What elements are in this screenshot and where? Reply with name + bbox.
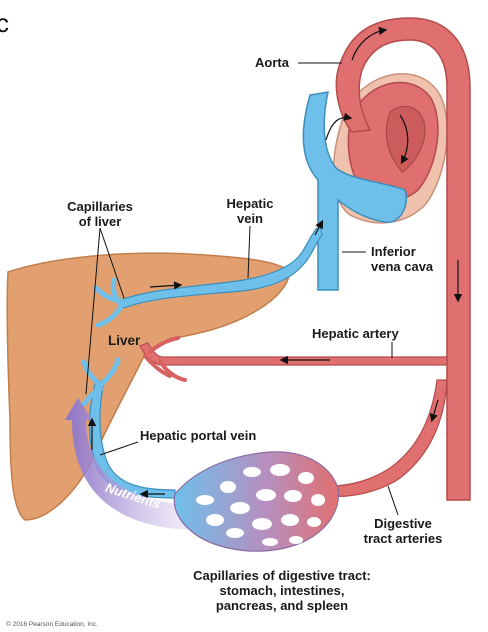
digestive-tract-artery	[329, 379, 448, 497]
hepatic-artery-branches	[143, 336, 187, 382]
label-hepatic-portal-vein: Hepatic portal vein	[140, 428, 256, 443]
liver-capillaries-upper	[93, 277, 127, 328]
label-digestive-tract-arteries-line1: Digestive	[374, 516, 432, 531]
caption-line1: Capillaries of digestive tract:	[193, 568, 371, 583]
digestive-capillary-bed	[173, 451, 340, 552]
caption-line2: stomach, intestines,	[220, 583, 345, 598]
label-inferior-vena-cava-line2: vena cava	[371, 259, 434, 274]
label-capillaries-of-liver-line1: Capillaries	[67, 199, 133, 214]
label-inferior-vena-cava-line1: Inferior	[371, 244, 416, 259]
hepatic-vein	[119, 223, 323, 309]
leader-lines	[85, 62, 399, 516]
label-liver: Liver	[108, 333, 141, 348]
hepatic-artery	[139, 342, 448, 366]
caption-line3: pancreas, and spleen	[216, 598, 348, 613]
liver-capillaries-lower	[81, 357, 121, 407]
label-digestive-tract-arteries-line2: tract arteries	[364, 531, 443, 546]
flow-arrows	[87, 26, 463, 499]
label-hepatic-vein-line2: vein	[237, 211, 263, 226]
label-aorta: Aorta	[255, 55, 290, 70]
aorta	[335, 17, 471, 501]
panel-letter: c	[0, 8, 9, 38]
copyright: © 2016 Pearson Education, Inc.	[6, 620, 98, 628]
inferior-vena-cava	[302, 91, 407, 291]
label-hepatic-vein-line1: Hepatic	[227, 196, 274, 211]
label-capillaries-of-liver-line2: of liver	[79, 214, 122, 229]
label-hepatic-artery: Hepatic artery	[312, 326, 399, 341]
